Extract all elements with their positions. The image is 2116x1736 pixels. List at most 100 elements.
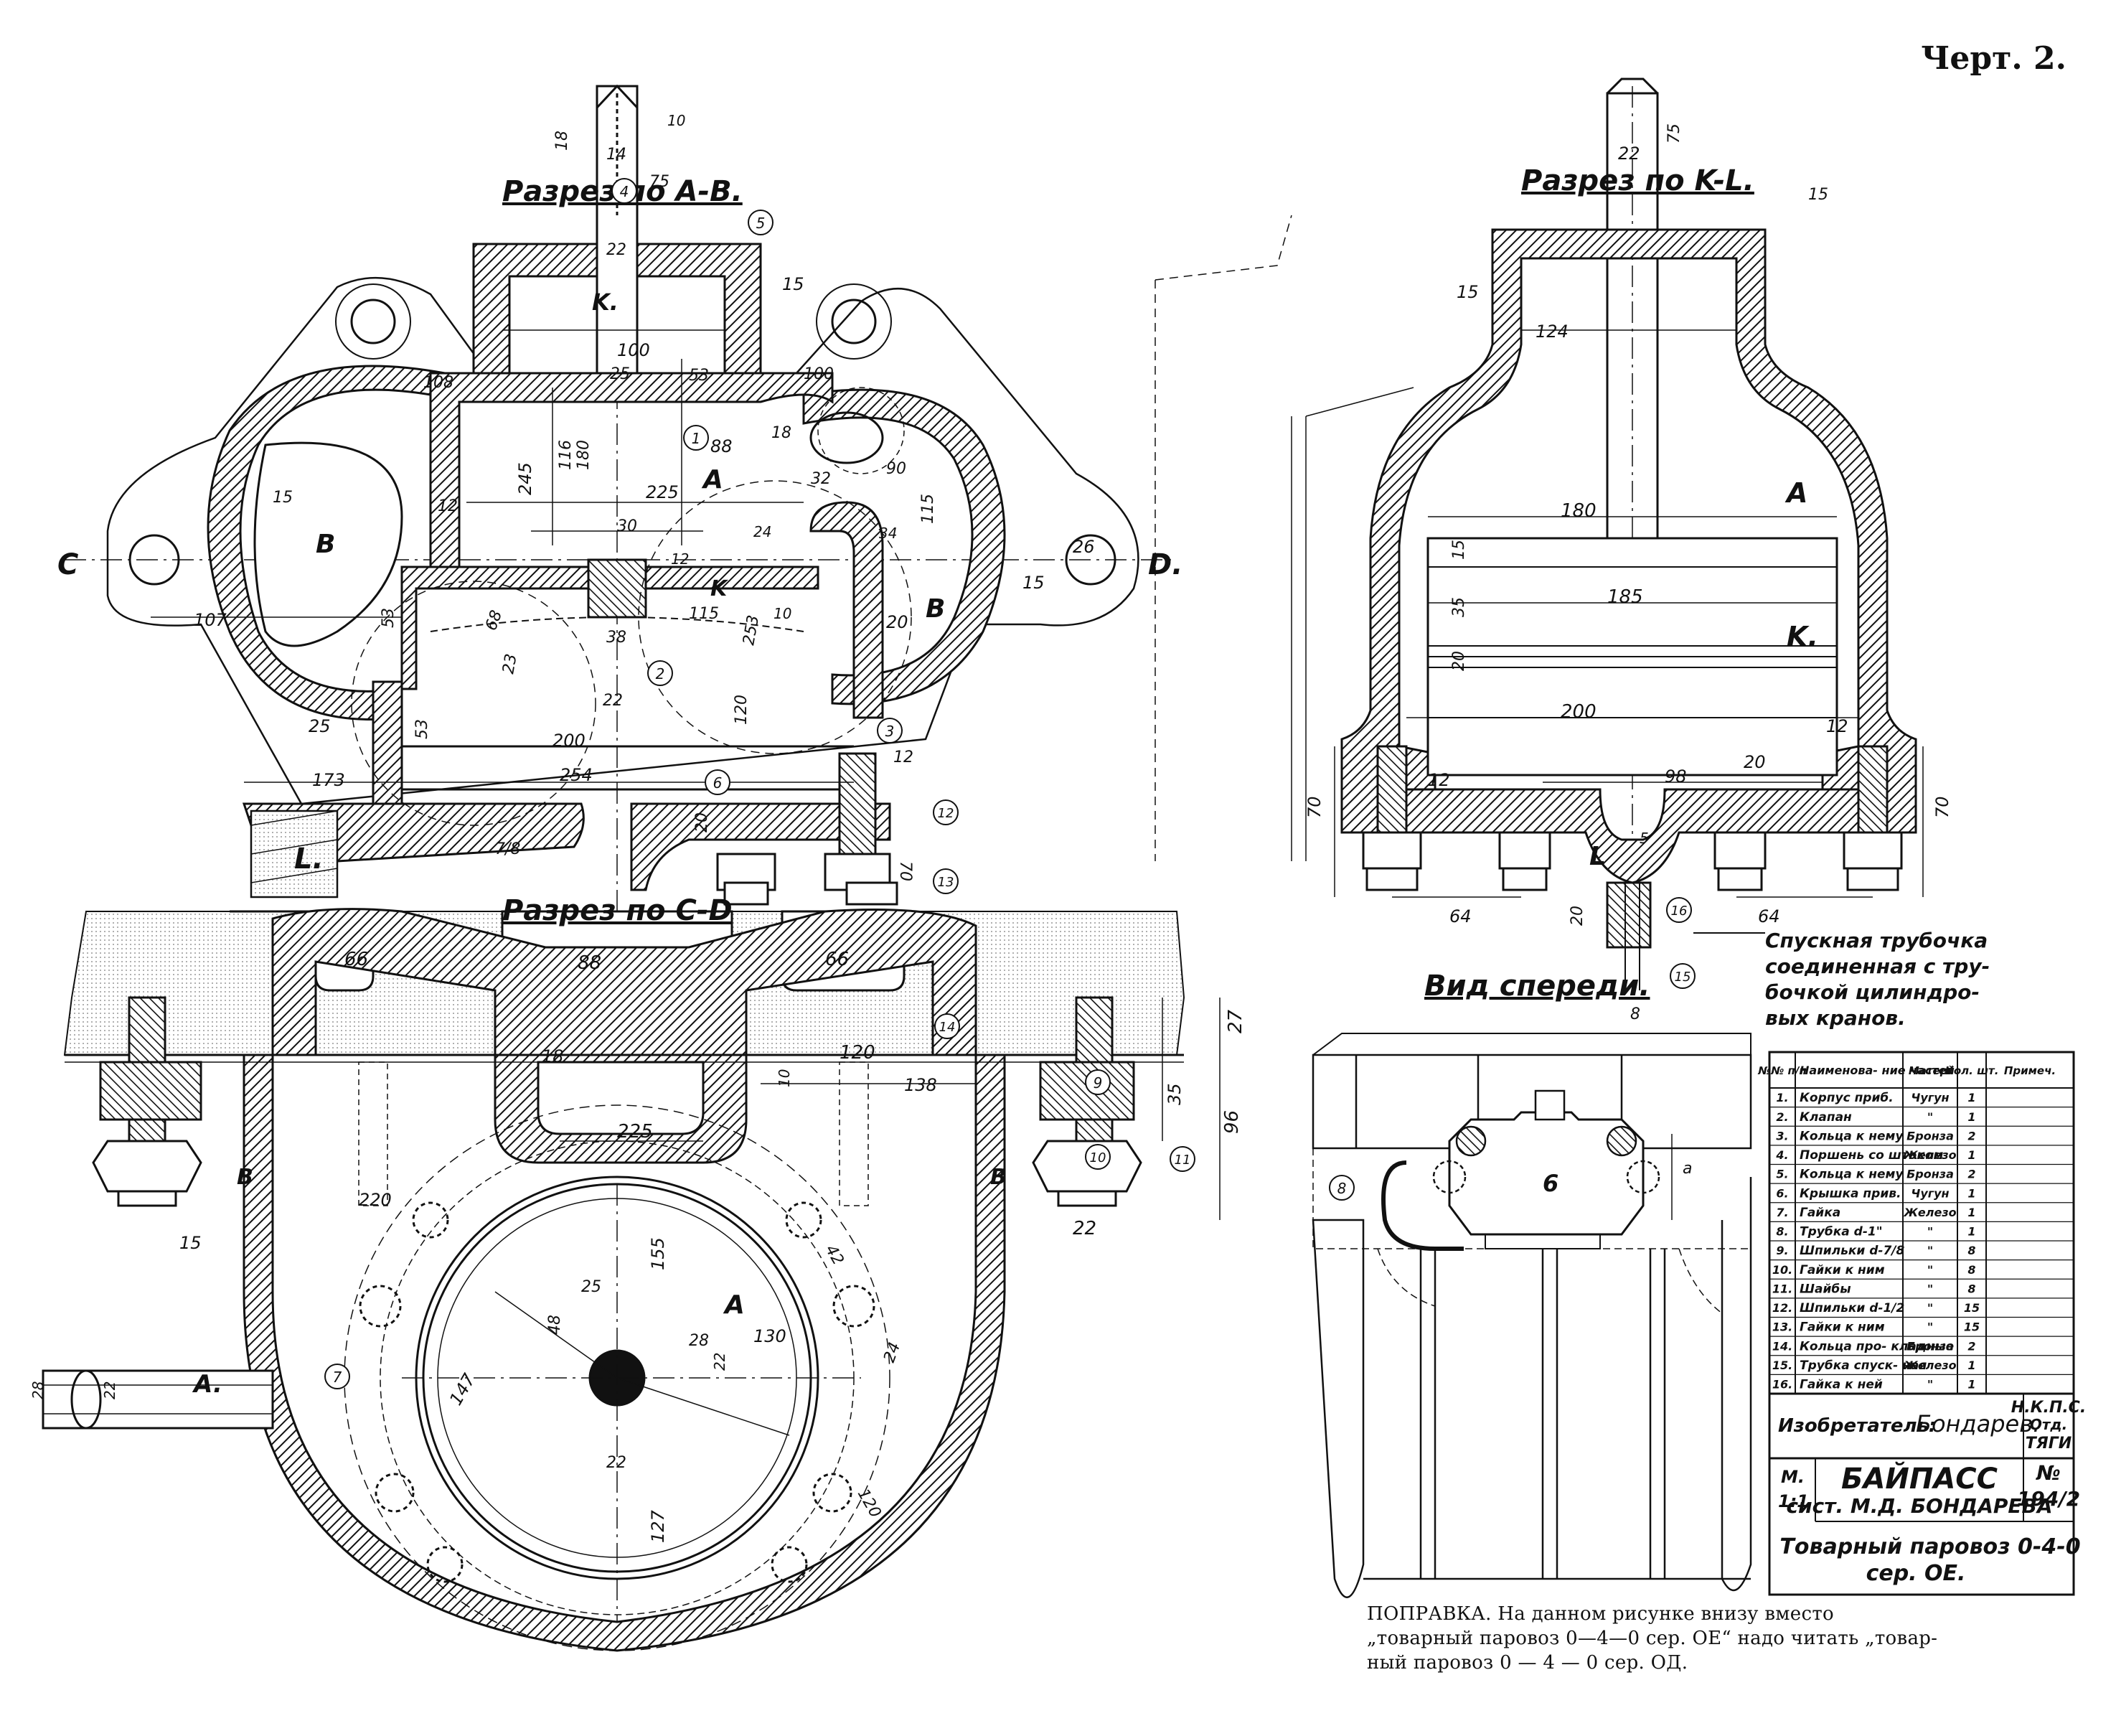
- dim: 24: [753, 523, 771, 540]
- correction-note: ПОПРАВКА. На данном рисунке внизу вместо…: [1367, 1602, 2056, 1675]
- svg-text:14: 14: [939, 1020, 956, 1035]
- point-c-label: C: [57, 548, 78, 581]
- dim: 15: [1457, 282, 1479, 302]
- dim: 23: [499, 652, 520, 675]
- dim: 15: [1022, 573, 1045, 593]
- dim: 53: [413, 719, 431, 739]
- flange-outline: [106, 276, 1139, 805]
- balloon-11: 11: [1170, 1146, 1195, 1172]
- dim: 10: [773, 605, 791, 622]
- dim: 7/8: [495, 840, 520, 858]
- dim: 22: [603, 692, 623, 710]
- balloon-15: 15: [1670, 963, 1696, 989]
- table-cell: Гайки к ним: [1800, 1263, 1885, 1277]
- dim: 20: [1744, 752, 1766, 772]
- dim: 22: [101, 1381, 118, 1399]
- dim: 15: [273, 489, 293, 507]
- dim: 70: [1932, 796, 1952, 818]
- table-cell: 6.: [1776, 1186, 1788, 1200]
- cavity-a-label: A: [701, 465, 723, 494]
- balloon-14: 14: [934, 1013, 960, 1039]
- dim: 15: [782, 274, 804, 294]
- svg-text:4: 4: [620, 183, 629, 200]
- table-cell: 1: [1967, 1206, 1975, 1219]
- dim: 115: [689, 605, 719, 623]
- dim: 22: [606, 1454, 626, 1472]
- dim: 66: [825, 949, 849, 970]
- dim: 98: [1665, 766, 1687, 787]
- dim: 12: [1428, 770, 1450, 790]
- dim: 22: [711, 1353, 728, 1371]
- balloon-5: 5: [748, 210, 773, 235]
- dim: 70: [896, 861, 914, 881]
- top-web: [271, 908, 977, 1164]
- dim: 100: [617, 340, 650, 360]
- drain-note-line: Спускная трубочка: [1765, 929, 1988, 952]
- drawing-number-sign: №: [2035, 1461, 2061, 1485]
- dim: 28: [689, 1332, 709, 1350]
- balloon-8: 8: [1329, 1175, 1355, 1201]
- point-d-label: D.: [1148, 548, 1182, 581]
- table-cell: 8: [1967, 1244, 1975, 1257]
- dim: 18: [771, 424, 791, 442]
- dim: 12: [671, 550, 689, 568]
- dim: 108: [423, 374, 453, 392]
- correction-line: ПОПРАВКА. На данном рисунке внизу вместо: [1367, 1603, 1834, 1625]
- balloon-7: 7: [324, 1364, 350, 1389]
- dim: 24: [880, 1340, 904, 1365]
- dim: 225: [617, 1121, 653, 1143]
- drain-note-line: соединенная с тру-: [1765, 954, 1990, 978]
- svg-text:10: 10: [1090, 1150, 1106, 1165]
- locomotive-series: сер. ОЕ.: [1866, 1561, 1966, 1586]
- dim: 12: [1826, 716, 1848, 736]
- dim: 107: [194, 610, 227, 630]
- table-cell: 2: [1967, 1129, 1975, 1143]
- table-cell: 1: [1967, 1091, 1975, 1104]
- svg-text:8: 8: [1337, 1180, 1347, 1197]
- balloon-13: 13: [933, 868, 959, 894]
- dim: 20: [1450, 651, 1468, 671]
- dim: 5: [1640, 830, 1649, 847]
- dim: 30: [617, 517, 637, 535]
- dim: 35: [1450, 597, 1468, 617]
- dim: 15: [1450, 540, 1468, 560]
- dim: 22: [1618, 144, 1640, 164]
- cavity-a-label: A: [1785, 477, 1807, 509]
- dim: 116: [557, 440, 575, 470]
- section-kl-title: Разрез по K-L.: [1521, 164, 1754, 197]
- table-cell: Шпильки d-1/2: [1800, 1301, 1904, 1315]
- table-cell: Железо: [1903, 1206, 1956, 1219]
- dim: 96: [1221, 1110, 1243, 1134]
- svg-text:9: 9: [1094, 1074, 1103, 1092]
- front-view-dim-a: a: [1683, 1160, 1692, 1178]
- balloon-2: 2: [647, 660, 673, 686]
- table-cell: 11.: [1772, 1282, 1792, 1295]
- lower-left-wall: [372, 680, 403, 805]
- table-cell: Крышка прив.: [1800, 1186, 1901, 1201]
- table-cell: Шайбы: [1800, 1282, 1851, 1296]
- dim: 28: [29, 1381, 47, 1399]
- scale-label: М.: [1781, 1467, 1805, 1487]
- correction-line: „товарный паровоз 0—4—0 сер. ОЕ“ надо чи…: [1367, 1628, 1938, 1649]
- drawing-system: сист. М.Д. БОНДАРЕВА: [1786, 1494, 2052, 1518]
- dim: 66: [344, 949, 368, 970]
- svg-text:16: 16: [1671, 904, 1688, 919]
- balloon-1: 1: [683, 425, 709, 451]
- table-cell: 3.: [1776, 1129, 1788, 1143]
- svg-text:15: 15: [1675, 970, 1691, 985]
- correction-line: ный паровоз 0 — 4 — 0 сер. ОД.: [1367, 1652, 1688, 1674]
- dim: 25: [610, 365, 630, 383]
- table-header: Примеч.: [2004, 1064, 2056, 1077]
- table-cell: 13.: [1772, 1320, 1792, 1334]
- org-line: Н.К.П.С.: [2011, 1399, 2086, 1417]
- dim: 130: [753, 1326, 786, 1346]
- svg-text:2: 2: [656, 665, 665, 682]
- title-block-text: Изобретатель: Бондарев. Н.К.П.С. Отд. ТЯ…: [1778, 1399, 2086, 1586]
- org-line: ТЯГИ: [2026, 1435, 2072, 1453]
- dim: 14: [606, 146, 626, 164]
- balloon-12: 12: [933, 799, 959, 825]
- upper-walls: [429, 372, 834, 576]
- valve-k-label: K.: [1787, 621, 1818, 652]
- balloon-3: 3: [877, 718, 903, 743]
